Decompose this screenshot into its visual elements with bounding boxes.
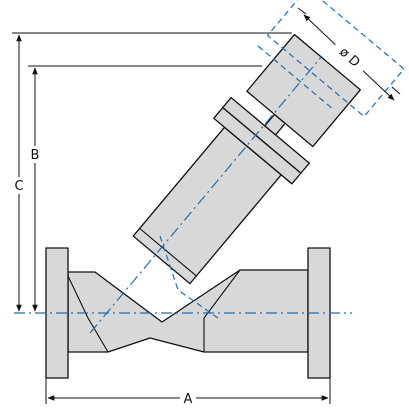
dimension-a-label: A [184, 392, 193, 407]
seat-edge-right [203, 269, 241, 352]
dimension-a: A [45, 378, 331, 407]
bonnet-centerline [89, 55, 323, 334]
dimension-c: C [12, 32, 292, 312]
bonnet-assembly [132, 0, 405, 285]
dimension-b: B [28, 65, 262, 312]
dimension-c-label: C [14, 179, 23, 194]
seat-edge-left [67, 275, 109, 353]
dimension-b-label: B [31, 148, 40, 163]
bonnet-neck-line [139, 227, 197, 277]
